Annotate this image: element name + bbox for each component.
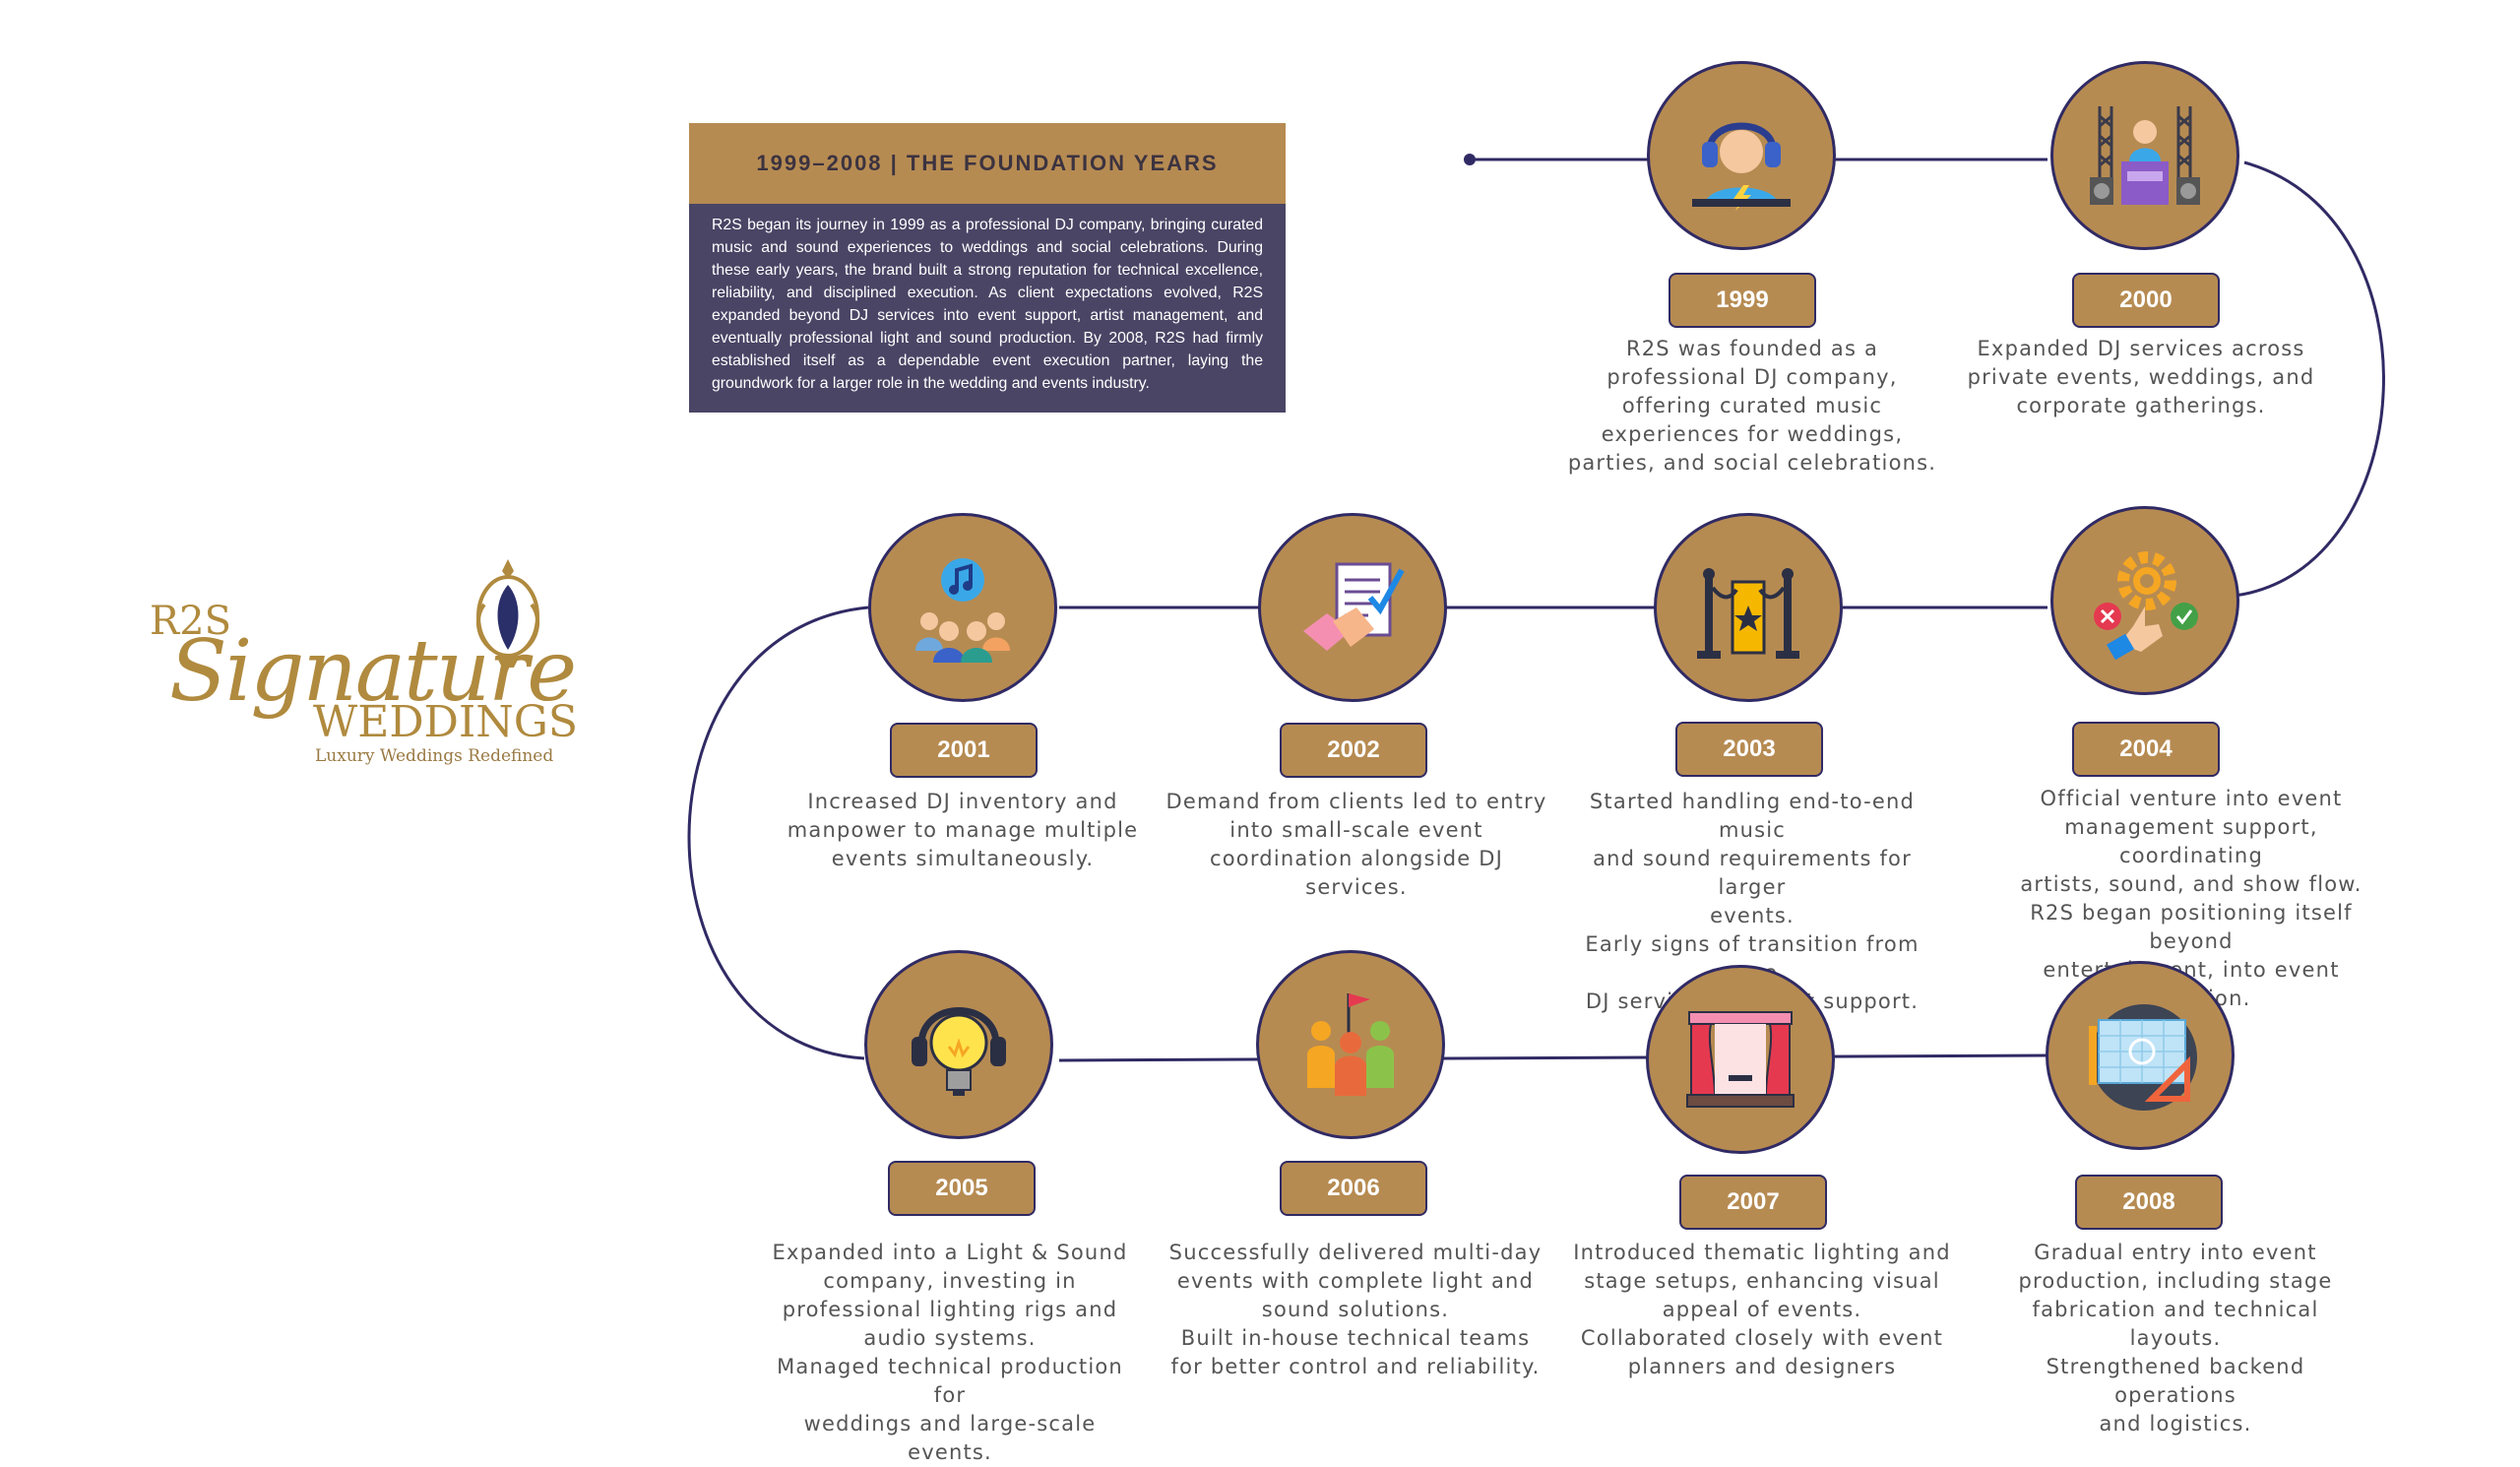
desc-line: sound solutions.: [1261, 1298, 1450, 1321]
desc-line: parties, and social celebrations.: [1567, 451, 1937, 475]
logo-tagline: Luxury Weddings Redefined: [315, 746, 554, 766]
intro-panel: 1999–2008 | THE FOUNDATION YEARS R2S beg…: [689, 123, 1286, 438]
logo-weddings-text: WEDDINGS: [313, 697, 579, 747]
desc-line: Introduced thematic lighting and: [1573, 1241, 1951, 1264]
milestone-2004-year: 2004: [2072, 722, 2220, 777]
desc-line: services.: [1305, 875, 1408, 899]
milestone-2003-year: 2003: [1675, 722, 1823, 777]
desc-line: fabrication and technical layouts.: [2032, 1298, 2319, 1350]
desc-line: Collaborated closely with event: [1580, 1326, 1944, 1350]
desc-line: professional lighting rigs and: [782, 1298, 1118, 1321]
milestone-2000-year: 2000: [2072, 273, 2220, 328]
desc-line: management support, coordinating: [2064, 815, 2318, 867]
team-flag-icon: [1307, 993, 1394, 1096]
intro-title: 1999–2008 | THE FOUNDATION YEARS: [689, 123, 1286, 204]
desc-line: audio systems.: [863, 1326, 1037, 1350]
desc-line: appeal of events.: [1662, 1298, 1862, 1321]
desc-line: coordination alongside DJ: [1209, 847, 1503, 870]
logo-signature-text: Signature: [169, 622, 577, 721]
milestone-2006-description: Successfully delivered multi-day events …: [1164, 1239, 1547, 1381]
milestone-2002-circle: [1258, 513, 1447, 702]
desc-line: Increased DJ inventory and: [807, 790, 1118, 813]
crest-icon: [475, 559, 540, 668]
desc-line: events with complete light and: [1176, 1269, 1535, 1293]
audience-music-icon: [915, 558, 1010, 663]
desc-line: Started handling end-to-end music: [1589, 790, 1916, 842]
milestone-2001-year: 2001: [890, 723, 1038, 778]
desc-line: events simultaneously.: [831, 847, 1095, 870]
dj-headphones-icon: [1692, 122, 1791, 211]
brand-logo: R2S Signature WEDDINGS Luxury Weddings R…: [148, 551, 578, 778]
milestone-2008-year: 2008: [2075, 1175, 2223, 1230]
milestone-2001-circle: [868, 513, 1057, 702]
desc-line: company, investing in: [823, 1269, 1077, 1293]
desc-line: private events, weddings, and: [1967, 365, 2315, 389]
desc-line: Official venture into event: [2040, 787, 2343, 810]
desc-line: professional DJ company,: [1606, 365, 1898, 389]
milestone-1999-year: 1999: [1669, 273, 1816, 328]
milestone-2001-description: Increased DJ inventory and manpower to m…: [771, 788, 1155, 873]
milestone-2005-year: 2005: [888, 1161, 1036, 1216]
desc-line: stage setups, enhancing visual: [1584, 1269, 1940, 1293]
desc-line: events.: [1710, 904, 1795, 927]
gear-decision-icon: [2094, 551, 2198, 660]
desc-line: Built in-house technical teams: [1180, 1326, 1531, 1350]
desc-line: and logistics.: [2099, 1412, 2252, 1435]
milestone-2008-description: Gradual entry into event production, inc…: [1984, 1239, 2367, 1438]
logo-r2s-text: R2S: [150, 599, 231, 644]
blueprint-icon: [2089, 1004, 2197, 1111]
contract-handshake-icon: [1303, 562, 1405, 651]
milestone-2003-circle: [1654, 513, 1843, 702]
theatre-stage-icon: [1686, 1011, 1795, 1108]
desc-line: Demand from clients led to entry: [1166, 790, 1547, 813]
milestone-2005-description: Expanded into a Light & Sound company, i…: [758, 1239, 1142, 1467]
desc-line: Gradual entry into event: [2034, 1241, 2317, 1264]
desc-line: into small-scale event: [1229, 818, 1483, 842]
milestone-2002-description: Demand from clients led to entry into sm…: [1165, 788, 1548, 902]
milestone-2007-year: 2007: [1679, 1175, 1827, 1230]
red-carpet-stanchion-icon: [1697, 568, 1799, 659]
desc-line: manpower to manage multiple: [787, 818, 1139, 842]
desc-line: R2S was founded as a: [1625, 337, 1879, 360]
desc-line: R2S began positioning itself beyond: [2030, 901, 2353, 953]
timeline-connector: [687, 154, 2385, 1062]
bulb-headphones-icon: [912, 1007, 1006, 1096]
milestone-2005-circle: [864, 950, 1053, 1139]
desc-line: for better control and reliability.: [1170, 1355, 1541, 1378]
desc-line: weddings and large-scale events.: [803, 1412, 1097, 1464]
milestone-2000-circle: [2050, 61, 2239, 250]
desc-line: Expanded into a Light & Sound: [772, 1241, 1128, 1264]
milestone-2004-circle: [2050, 506, 2239, 695]
milestone-2006-circle: [1256, 950, 1445, 1139]
milestone-2000-description: Expanded DJ services across private even…: [1949, 335, 2333, 420]
milestone-1999-circle: [1647, 61, 1836, 250]
milestone-2002-year: 2002: [1280, 723, 1427, 778]
intro-body: R2S began its journey in 1999 as a profe…: [689, 204, 1286, 413]
desc-line: corporate gatherings.: [2016, 394, 2266, 417]
milestone-2006-year: 2006: [1280, 1161, 1427, 1216]
desc-line: artists, sound, and show flow.: [2020, 872, 2362, 896]
desc-line: Expanded DJ services across: [1977, 337, 2305, 360]
desc-line: and sound requirements for larger: [1593, 847, 1912, 899]
milestone-2007-circle: [1646, 965, 1835, 1154]
milestone-1999-description: R2S was founded as a professional DJ com…: [1560, 335, 1944, 478]
milestone-2007-description: Introduced thematic lighting and stage s…: [1570, 1239, 1954, 1381]
desc-line: Managed technical production for: [777, 1355, 1123, 1407]
dj-stage-icon: [2090, 106, 2200, 205]
desc-line: Successfully delivered multi-day: [1168, 1241, 1543, 1264]
desc-line: Strengthened backend operations: [2046, 1355, 2305, 1407]
desc-line: experiences for weddings,: [1601, 422, 1904, 446]
desc-line: planners and designers: [1627, 1355, 1897, 1378]
milestone-2008-circle: [2046, 961, 2235, 1150]
desc-line: production, including stage: [2018, 1269, 2333, 1293]
desc-line: offering curated music: [1621, 394, 1883, 417]
